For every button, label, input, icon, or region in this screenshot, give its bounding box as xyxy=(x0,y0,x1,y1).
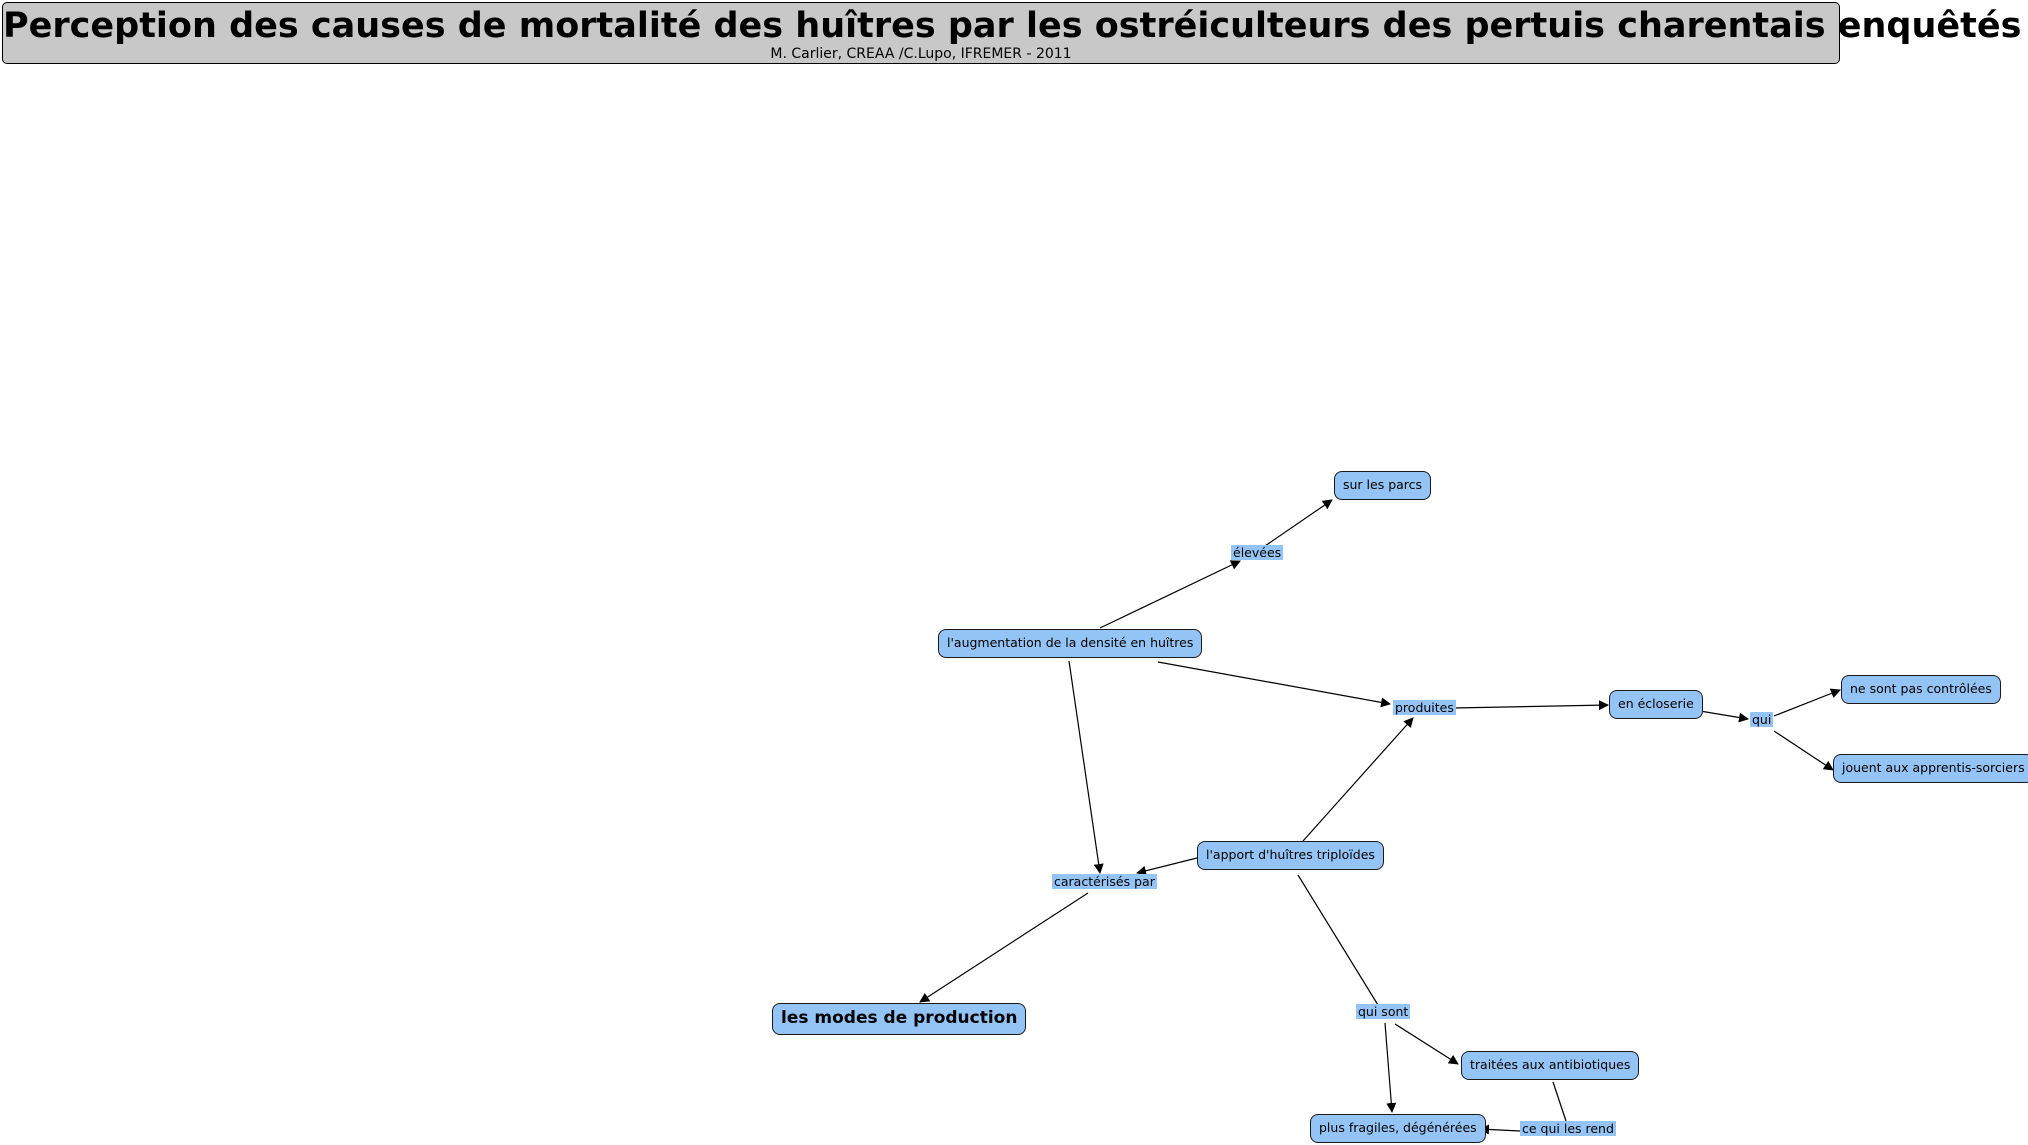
link-caracterises-modes xyxy=(919,892,1089,1003)
link-qui-controlees xyxy=(1773,688,1841,717)
node-modes-de-production[interactable]: les modes de production xyxy=(772,1003,1027,1035)
link-triploides-caracterises xyxy=(1136,857,1198,876)
link-augmentation-elevees xyxy=(1099,560,1241,629)
link-qui-apprentis xyxy=(1773,730,1834,771)
link-elevees-parcs xyxy=(1264,499,1333,547)
link-ecloserie-qui xyxy=(1699,710,1749,723)
link-label-produites: produites xyxy=(1393,700,1456,715)
link-quisont-antibiotiques xyxy=(1394,1023,1459,1065)
link-augmentation-caracterises xyxy=(1068,660,1104,874)
link-label-qui-sont: qui sont xyxy=(1356,1004,1411,1019)
link-augmentation-produites xyxy=(1157,661,1391,708)
page-subtitle: M. Carlier, CREAA /C.Lupo, IFREMER - 201… xyxy=(770,46,1072,62)
header-box: Perception des causes de mortalité des h… xyxy=(2,2,2022,64)
node-non-controlees[interactable]: ne sont pas contrôlées xyxy=(1841,675,2001,704)
node-sur-les-parcs[interactable]: sur les parcs xyxy=(1334,471,1432,500)
node-antibiotiques[interactable]: traitées aux antibiotiques xyxy=(1461,1051,1640,1080)
link-quisont-fragiles xyxy=(1384,1022,1397,1113)
node-augmentation-densite[interactable]: l'augmentation de la densité en huîtres xyxy=(938,629,1203,658)
node-en-ecloserie[interactable]: en écloserie xyxy=(1609,690,1703,719)
page-title: Perception des causes de mortalité des h… xyxy=(3,6,2022,46)
link-triploides-quisont xyxy=(1297,874,1379,1006)
node-fragiles[interactable]: plus fragiles, dégénérées xyxy=(1310,1114,1486,1143)
link-label-elevees: élevées xyxy=(1231,545,1284,560)
link-cequi-fragiles xyxy=(1479,1124,1521,1135)
link-label-caracterises-par: caractérisés par xyxy=(1052,874,1157,889)
link-label-qui: qui xyxy=(1750,712,1774,727)
link-produites-ecloserie xyxy=(1452,700,1609,711)
node-apprentis-sorciers[interactable]: jouent aux apprentis-sorciers xyxy=(1833,754,2028,783)
link-antibiotiques-cequi xyxy=(1552,1081,1567,1122)
link-triploides-produites xyxy=(1302,717,1414,842)
node-triploides[interactable]: l'apport d'huîtres triploïdes xyxy=(1197,841,1384,870)
link-label-ce-qui-les-rend: ce qui les rend xyxy=(1520,1121,1616,1136)
